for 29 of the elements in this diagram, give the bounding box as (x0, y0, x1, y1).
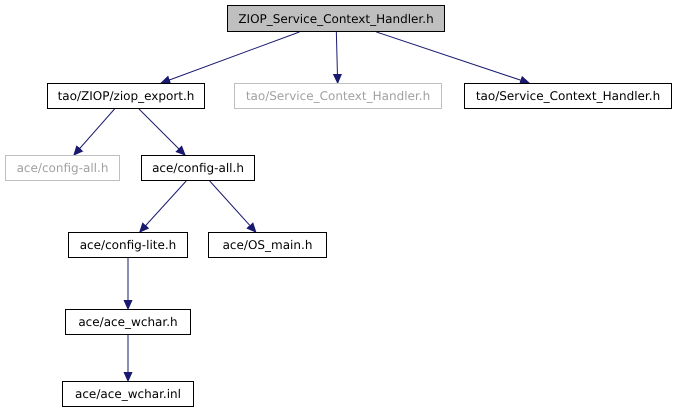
file-name: ZIOP_Service_Context_Handler.h (238, 12, 434, 26)
file-name: ace/OS_main.h (222, 238, 312, 252)
file-box (227, 5, 445, 32)
arrow (139, 180, 187, 232)
arrow (73, 108, 116, 156)
file-box (5, 155, 120, 181)
file-name: ace/config-all.h (16, 161, 108, 175)
file-box (208, 232, 327, 258)
file-box (62, 381, 194, 407)
file-box (234, 83, 442, 109)
file-box (68, 232, 188, 258)
file-name: tao/Service_Context_Handler.h (246, 89, 430, 103)
file-name: tao/Service_Context_Handler.h (476, 89, 660, 103)
arrow (124, 334, 132, 382)
file-box (65, 309, 191, 335)
arrow (209, 180, 256, 232)
file-name: tao/ZIOP/ziop_export.h (58, 89, 194, 103)
arrow (160, 32, 300, 84)
arrow (138, 108, 186, 156)
file-name: ace/ace_wchar.inl (74, 387, 181, 401)
file-name: ace/ace_wchar.h (78, 315, 178, 329)
file-box (141, 155, 255, 181)
file-box (464, 83, 672, 109)
arrow (124, 258, 132, 310)
file-box (47, 83, 205, 109)
file-name: ace/config-all.h (152, 161, 244, 175)
file-name: ace/config-lite.h (80, 238, 176, 252)
arrow (376, 32, 530, 84)
arrow (332, 32, 342, 84)
